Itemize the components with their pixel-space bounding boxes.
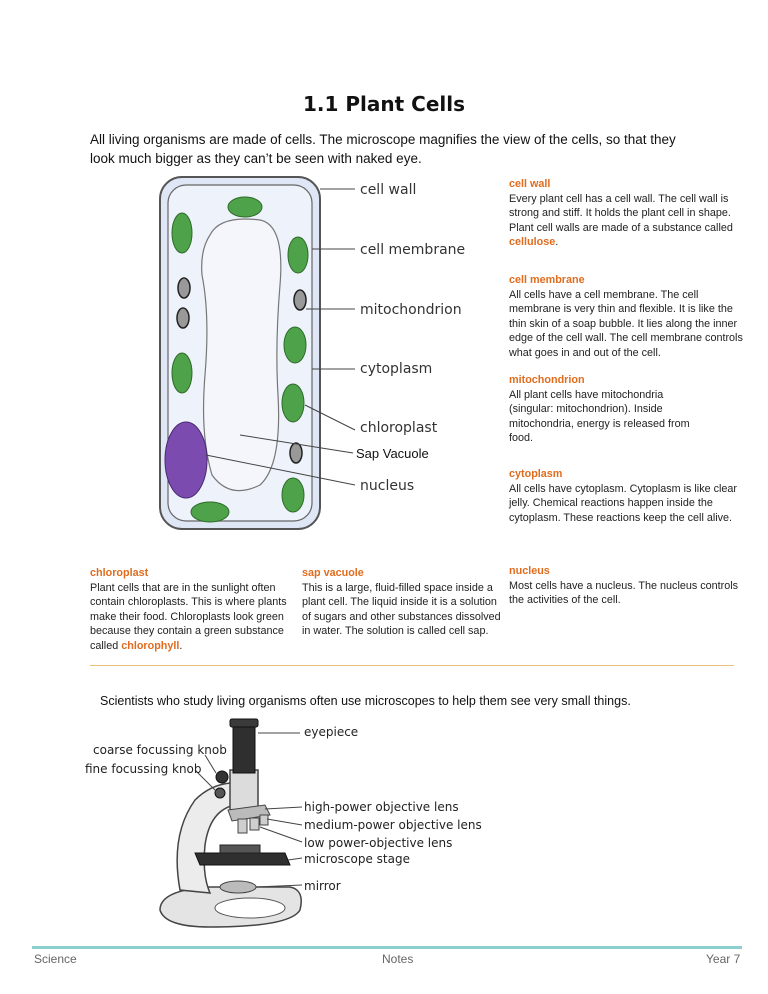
section-divider [90, 665, 734, 666]
label-nucleus: nucleus [360, 478, 415, 494]
intro-paragraph: All living organisms are made of cells. … [90, 132, 676, 166]
mitochondrion-2 [176, 307, 190, 329]
desc-heading: cell membrane [509, 274, 585, 286]
desc-cytoplasm: cytoplasm All cells have cytoplasm. Cyto… [509, 467, 744, 525]
microscope-diagram [159, 718, 303, 928]
label-cell-membrane: cell membrane [360, 242, 466, 258]
plant-cell-diagram [159, 176, 356, 530]
desc-chloroplast: chloroplast Plant cells that are in the … [90, 566, 290, 653]
mitochondrion-4 [289, 442, 303, 464]
chloroplast-4 [283, 326, 307, 364]
chloroplast-3 [287, 236, 309, 274]
label-cytoplasm: cytoplasm [360, 361, 433, 377]
nucleus-shape [164, 421, 208, 499]
label-chloroplast: chloroplast [360, 420, 438, 436]
footer-center: Notes [382, 952, 414, 966]
chloroplast-5 [171, 352, 193, 394]
label-high-power: high-power objective lens [304, 800, 459, 814]
chloroplast-6 [281, 383, 305, 423]
label-mitochondrion: mitochondrion [360, 302, 462, 318]
desc-heading: cell wall [509, 178, 551, 190]
mitochondrion-3 [293, 289, 307, 311]
chloroplast-2 [171, 212, 193, 254]
page-title: 1.1 Plant Cells [302, 92, 466, 116]
mitochondrion-1 [177, 277, 191, 299]
label-medium-power: medium-power objective lens [304, 818, 482, 832]
chloroplast-8 [190, 501, 230, 523]
desc-heading: mitochondrion [509, 374, 585, 386]
label-low-power: low power-objective lens [304, 836, 453, 850]
desc-heading: nucleus [509, 565, 550, 577]
label-coarse-knob: coarse focussing knob [93, 743, 227, 757]
desc-heading: chloroplast [90, 567, 149, 579]
label-fine-knob: fine focussing knob [85, 762, 202, 776]
footer-rule [32, 946, 742, 949]
label-cell-wall: cell wall [360, 182, 417, 198]
desc-heading: cytoplasm [509, 468, 563, 480]
microscope-caption: Scientists who study living organisms of… [100, 694, 631, 708]
desc-sap-vacuole: sap vacuole This is a large, fluid-fille… [302, 567, 501, 637]
chloroplast-1 [227, 196, 263, 218]
label-eyepiece: eyepiece [304, 725, 359, 739]
desc-heading: sap vacuole [302, 567, 364, 579]
label-mirror: mirror [304, 879, 341, 893]
desc-mitochondrion: mitochondrion All plant cells have mitoc… [509, 373, 709, 446]
label-sap-vacuole: Sap Vacuole [356, 446, 429, 461]
chloroplast-7 [281, 477, 305, 513]
desc-nucleus: nucleus Most cells have a nucleus. The n… [509, 564, 744, 608]
desc-cell-wall: cell wall Every plant cell has a cell wa… [509, 177, 744, 250]
label-stage: microscope stage [304, 852, 410, 866]
footer-right: Year 7 [706, 952, 741, 966]
footer-left: Science [34, 952, 77, 966]
desc-cell-membrane: cell membrane All cells have a cell memb… [509, 274, 743, 359]
vacuole-shape [201, 218, 282, 492]
